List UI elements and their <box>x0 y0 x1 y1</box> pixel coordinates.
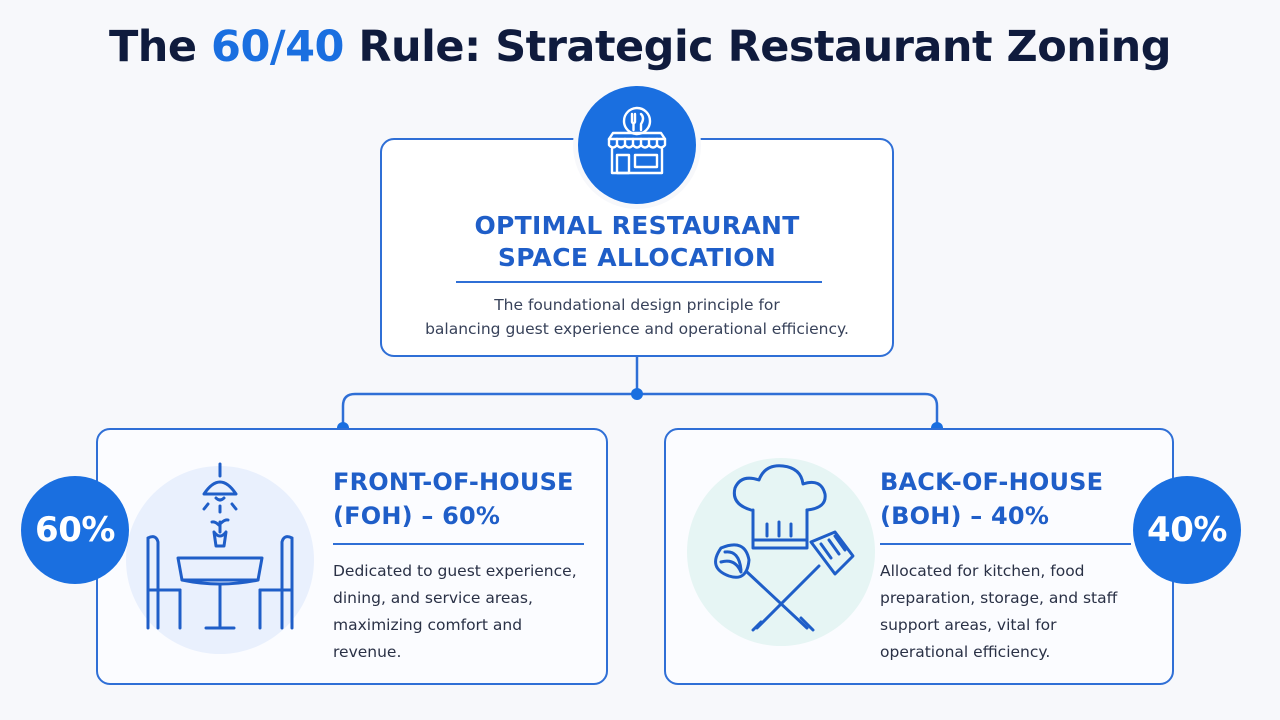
overview-divider <box>456 281 822 283</box>
boh-percent-badge: 40% <box>1133 476 1241 584</box>
boh-heading: BACK-OF-HOUSE (BOH) – 40% <box>880 465 1130 533</box>
boh-desc-line: preparation, storage, and staff <box>880 589 1118 607</box>
overview-description: The foundational design principle for ba… <box>380 293 894 341</box>
foh-desc-line: Dedicated to guest experience, <box>333 562 577 580</box>
connector-node-center <box>631 388 643 400</box>
chef-hat-utensils-icon <box>714 464 855 632</box>
title-accent: 60/40 <box>211 22 344 72</box>
title-suffix: Rule: Strategic Restaurant Zoning <box>343 22 1172 72</box>
foh-description: Dedicated to guest experience, dining, a… <box>333 558 588 666</box>
dining-table-icon <box>146 462 294 630</box>
foh-percent-badge: 60% <box>21 476 129 584</box>
boh-heading-line-2: (BOH) – 40% <box>880 502 1050 530</box>
overview-desc-line-1: The foundational design principle for <box>494 296 780 314</box>
foh-heading-line-2: (FOH) – 60% <box>333 502 501 530</box>
foh-desc-line: dining, and service areas, <box>333 589 533 607</box>
foh-desc-line: revenue. <box>333 643 402 661</box>
boh-description: Allocated for kitchen, food preparation,… <box>880 558 1130 666</box>
boh-desc-line: operational efficiency. <box>880 643 1051 661</box>
overview-desc-line-2: balancing guest experience and operation… <box>425 320 849 338</box>
overview-heading-line-2: SPACE ALLOCATION <box>497 243 777 272</box>
page-title: The 60/40 Rule: Strategic Restaurant Zon… <box>0 22 1280 72</box>
foh-divider <box>333 543 584 545</box>
boh-desc-line: Allocated for kitchen, food <box>880 562 1085 580</box>
boh-desc-line: support areas, vital for <box>880 616 1057 634</box>
title-prefix: The <box>108 22 212 72</box>
foh-heading: FRONT-OF-HOUSE (FOH) – 60% <box>333 465 593 533</box>
overview-heading-line-1: OPTIMAL RESTAURANT <box>474 211 800 240</box>
foh-heading-line-1: FRONT-OF-HOUSE <box>333 468 574 496</box>
foh-desc-line: maximizing comfort and <box>333 616 523 634</box>
restaurant-storefront-icon <box>578 86 696 204</box>
overview-heading: OPTIMAL RESTAURANT SPACE ALLOCATION <box>380 210 894 274</box>
boh-divider <box>880 543 1131 545</box>
boh-heading-line-1: BACK-OF-HOUSE <box>880 468 1104 496</box>
